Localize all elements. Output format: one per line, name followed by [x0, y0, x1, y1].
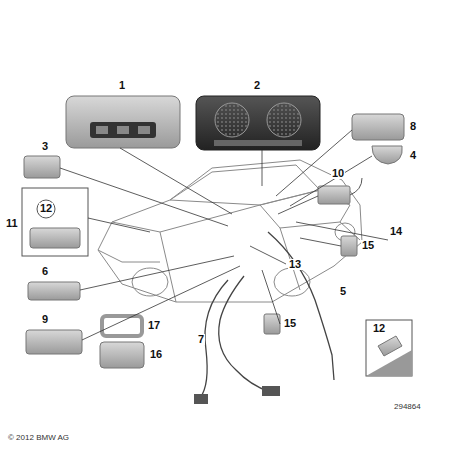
callout-number: 2 [253, 80, 261, 91]
callout-number: 15 [283, 318, 297, 329]
callout-number: 7 [197, 334, 205, 345]
callout-number: 16 [149, 349, 163, 360]
callout-circle [37, 200, 55, 218]
footer-text: © 2012 BMW AG [7, 434, 70, 442]
light-6 [28, 282, 80, 300]
callout-number: 12 [372, 323, 386, 334]
frame-17 [102, 316, 142, 336]
control-panel [196, 96, 320, 150]
callout-number: 11 [5, 218, 19, 229]
callout-number: 14 [389, 226, 403, 237]
bulb-detail [366, 320, 412, 376]
car-outline [98, 160, 362, 302]
callout-number: 15 [361, 240, 375, 251]
light-9 [26, 330, 82, 354]
footer-text: 294864 [393, 403, 422, 411]
callout-number: 17 [147, 320, 161, 331]
group-bracket [22, 188, 88, 256]
callout-number: 10 [331, 168, 345, 179]
callout-number: 9 [41, 314, 49, 325]
roof-console [66, 96, 180, 148]
callout-number: 4 [409, 150, 417, 161]
reading-light [352, 114, 404, 140]
callout-number: 1 [118, 80, 126, 91]
callout-number: 6 [41, 266, 49, 277]
callout-number: 13 [288, 259, 302, 270]
wiring [200, 232, 334, 398]
callout-number: 8 [409, 121, 417, 132]
leader-lines [60, 130, 388, 340]
footwell-light [372, 146, 402, 164]
callout-number: 3 [41, 141, 49, 152]
callout-number: 12 [39, 203, 53, 214]
connector [194, 394, 208, 404]
light-3 [24, 156, 60, 178]
switch-15 [341, 236, 357, 256]
light-11 [30, 228, 80, 248]
connector [262, 386, 280, 396]
module-10 [318, 178, 362, 204]
lens-16 [100, 342, 144, 368]
callout-number: 5 [339, 286, 347, 297]
